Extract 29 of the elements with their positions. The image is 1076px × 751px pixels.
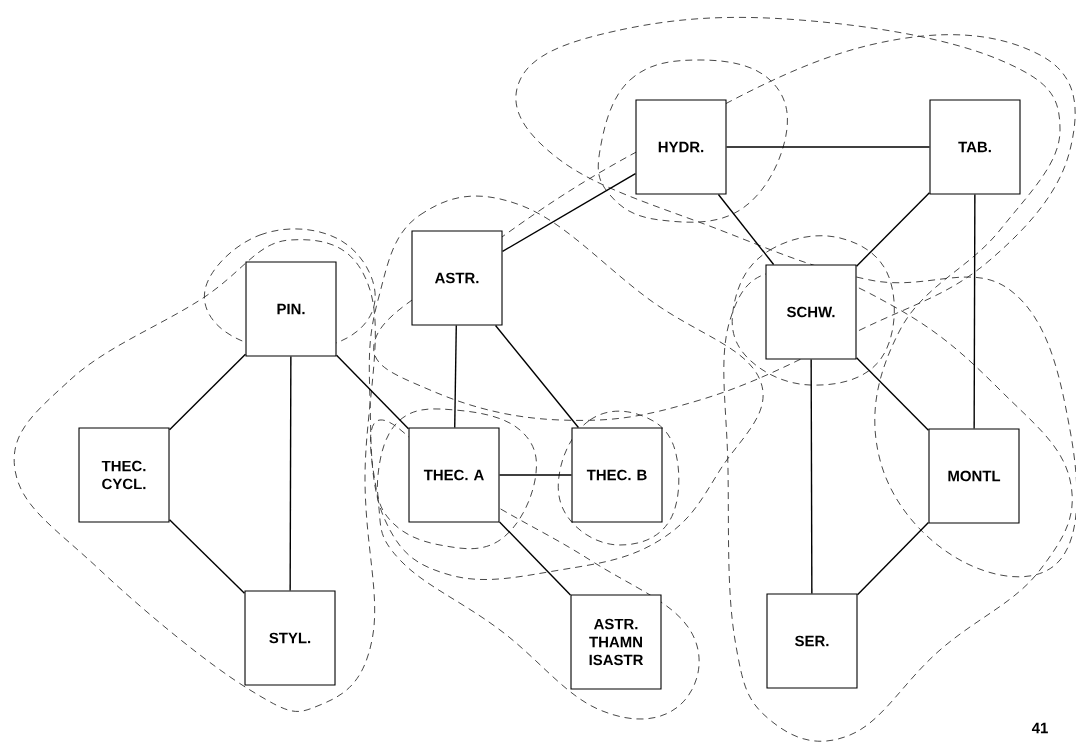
- taxon-box: ASTR.: [411, 230, 503, 326]
- connector-line: [454, 324, 457, 429]
- connector-line: [335, 354, 410, 430]
- taxon-box: MONTL: [928, 428, 1020, 524]
- connector-line: [856, 521, 930, 596]
- taxon-box: ASTR. THAMN ISASTR: [570, 594, 662, 690]
- taxon-box: HYDR.: [635, 99, 727, 195]
- page-number: 41: [1031, 722, 1048, 734]
- taxon-box: THEC. A: [408, 427, 500, 523]
- taxon-box: PIN.: [245, 261, 337, 357]
- connector-line: [501, 172, 637, 253]
- taxon-box: SER.: [766, 593, 858, 689]
- taxon-box: TAB.: [929, 99, 1021, 195]
- connector-line: [168, 353, 247, 431]
- connector-line: [725, 146, 931, 148]
- connector-line: [810, 358, 813, 595]
- connector-line: [494, 324, 580, 429]
- taxon-box: THEC. CYCL.: [78, 427, 170, 523]
- connector-line: [855, 192, 931, 267]
- connector-line: [855, 357, 930, 431]
- taxon-box: STYL.: [244, 590, 336, 686]
- taxon-box: THEC. B: [571, 427, 663, 523]
- connector-line: [717, 193, 775, 266]
- connector-line: [498, 521, 572, 596]
- connector-line: [973, 193, 976, 430]
- connector-line: [289, 355, 292, 592]
- connector-line: [168, 519, 246, 594]
- taxon-box: SCHW.: [765, 264, 857, 360]
- connector-line: [498, 474, 573, 476]
